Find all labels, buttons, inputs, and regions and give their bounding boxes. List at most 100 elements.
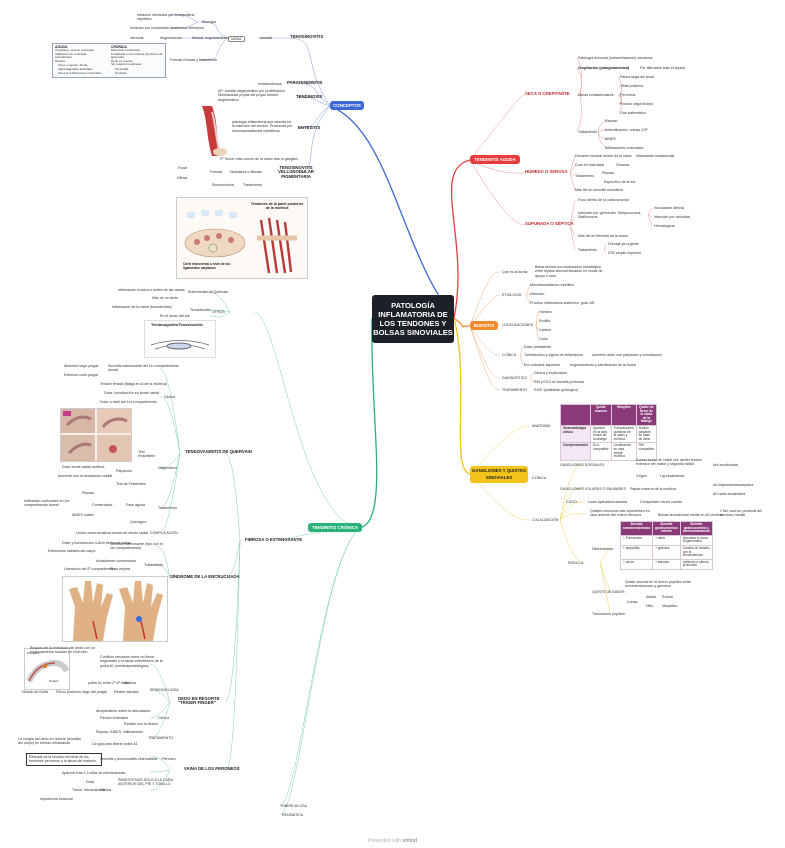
cronica-quervain: Enfermedad de Quervain	[188, 290, 229, 294]
encrucijada-illustration	[62, 576, 168, 642]
paratendinitis-node[interactable]: PARATENDINITIS	[287, 80, 323, 85]
bursitis-localizaciones[interactable]: LOCALIZACIONES	[502, 323, 534, 327]
branch-bursitis[interactable]: BURSITIS	[470, 321, 498, 330]
villonodular-node[interactable]: TENOSINOVITIS VELLONODULAR PIGMENTARIA	[278, 165, 314, 179]
dequervain-node[interactable]: TENDOVAGINITIS DE QUERVAIN	[185, 449, 252, 454]
seca-node[interactable]: SECA O CREPITANTE	[525, 91, 570, 96]
ganglion-codo[interactable]: CODO	[566, 500, 577, 504]
seca-tratamiento: Tratamiento	[578, 130, 598, 134]
peroneos-node[interactable]: VAINA DE LOS PERONEOS	[184, 766, 240, 771]
ganglion-dorsales[interactable]: GANGLIONES DORSALES	[560, 463, 605, 467]
vaina-node[interactable]: VAINA	[228, 36, 245, 43]
resorte-epidem-a: Adultos	[124, 681, 136, 685]
bursitis-etio-2: Infección	[530, 292, 545, 296]
ganglion-origen-b: Lig escafolunar	[660, 474, 685, 478]
supurada-1: Foco dentro de la vaina sinovial	[578, 198, 629, 202]
cronica-otros[interactable]: OTROS	[212, 310, 225, 314]
ganglion-volares-1: Palpar tracería de la muñeca	[630, 487, 677, 491]
ganglion-localizacion[interactable]: LOCALIZACIÓN	[532, 518, 559, 522]
bursitis-cli-3b: engrosamiento y calcificación de la burs…	[570, 363, 636, 367]
baker-nino: Niño	[646, 604, 654, 608]
dq-clinica-c: Dolor a nivel del 1er compartimento	[100, 400, 157, 404]
rodilla-td: + tarde	[652, 534, 681, 546]
etiologia-compresion: Irritación por compresión anatómica intr…	[130, 26, 204, 30]
resorte-epidem-d: Flexor profundo largo del pulgar	[56, 690, 107, 694]
enc-trat-b: Si no mejora	[110, 567, 131, 571]
branch-tendinitis-cronica[interactable]: TENDINITIS CRÓNICA	[308, 523, 362, 532]
ganglion-td: Complementario	[559, 442, 592, 461]
resorte-trat-c: La cirugía del dedo en resorte (tenolisi…	[18, 737, 81, 746]
peroneos-cli-a: Dolor	[86, 780, 95, 784]
resorte-epidem: EPIDEMIOLOGÍA	[150, 688, 179, 692]
seca-trat-1: Reposo	[605, 119, 618, 123]
dq-clinica: Clínica	[164, 395, 175, 399]
humeda-1: Derrame sinovial dentro de la vaina	[575, 154, 632, 158]
dq-clinica-b: Dolor, tumefacción en borde radial	[104, 391, 159, 395]
villonodular-nodular: Nodulares o difusas	[230, 170, 262, 174]
ganglion-dorsales-1b: Ant escafolunar	[713, 463, 738, 467]
branch-tendinitis-aguda[interactable]: TENDINITIS AGUDA	[470, 155, 520, 164]
bursitis-loc-4: Codo	[539, 337, 548, 341]
seca-item-3: Zonas extraarticulares	[578, 93, 614, 97]
humeda-node[interactable]: HÚMEDA O SEROSA	[525, 169, 568, 174]
baker-node[interactable]: QUISTE DE BAKER	[592, 590, 625, 594]
rodilla-td: Asociada a rotura. Degenerativa	[679, 534, 714, 546]
branch-conceptos[interactable]: CONCEPTOS	[330, 101, 364, 110]
quervain-photos	[60, 408, 132, 462]
ganglion-volares[interactable]: GANGLIONES VOLARES O PALMARES	[560, 487, 626, 491]
cronica-q1: Inflamación crónica o estrés de las vain…	[118, 288, 185, 292]
resorte-epidem-e: Nódulo de Notta	[22, 690, 48, 694]
humeda-2: Cura en microbios	[575, 163, 605, 167]
baker-tumoracion: Tumoración poplítea	[592, 612, 625, 616]
enc-trat-c: Liberación del 2º compartimento	[64, 567, 116, 571]
fibrosa-node[interactable]: FIBROSA O ESTENOSANTE	[245, 537, 303, 542]
ganglion-th	[559, 404, 592, 426]
supurada-node[interactable]: SUPURADA O SÉPTICA	[525, 221, 574, 226]
zona-1: Palma larga del tenar	[620, 75, 655, 79]
seca-trat-3: AINES	[605, 137, 616, 141]
encrucijada-node[interactable]: SÍNDROME DE LA ENCRUCIJADA	[170, 574, 240, 579]
humeda-3a: Reposo	[602, 171, 615, 175]
engrosamiento-node: engrosamiento	[205, 36, 229, 40]
sinovial-node[interactable]: sinovial	[260, 36, 272, 40]
baker-adulto: Adulto	[646, 595, 657, 599]
bursitis-diagnostico[interactable]: DIAGNÓSTICO	[502, 376, 528, 380]
peroneos-1: Sinovitis y tenosinovitis estenosante	[100, 757, 158, 761]
resorte-node[interactable]: DEDO EN RESORTE "TRIGER FINGER"	[178, 696, 220, 706]
tendinosis-node[interactable]: TENDINOSIS	[296, 94, 323, 99]
ganglion-codo-a: Gane aplicados/vascular	[588, 500, 628, 504]
bursitis-tratamiento[interactable]: TRATAMIENTO	[502, 388, 528, 392]
degeneracion-node: degeneración	[160, 36, 182, 40]
etiologia-node[interactable]: Etiología	[202, 20, 216, 24]
reumatica-node[interactable]: REUMÁTICA	[282, 813, 304, 817]
tuberculosa-node[interactable]: TUBERCULOSA	[280, 804, 307, 808]
ganglion-loc-1c: 1 fist; cuerno; proximal del nervioso me…	[720, 509, 762, 518]
box-cronica-title: CRÓNICA	[111, 45, 127, 49]
bursitis-etiologia[interactable]: ETIOLOGÍA	[502, 293, 522, 297]
tendon-image-title: Tendones de la parte posterior de la muñ…	[250, 202, 304, 211]
ganglion-clinica[interactable]: CLÍNICA	[532, 476, 547, 480]
ganglion-rodilla[interactable]: RODILLA	[568, 561, 584, 565]
bursitis-loc-3: Cadera	[539, 328, 551, 332]
ganglion-th: Quiste mucoso	[590, 404, 612, 426]
dq-diag-b: Dolor borde radial muñeca	[62, 465, 105, 469]
ganglion-th: Ganglión	[610, 404, 637, 426]
bursitis-def-label[interactable]: Qué es la bursa	[502, 270, 528, 274]
central-topic[interactable]: PATOLOGÍA INFLAMATORIA DE LOS TENDONES Y…	[372, 295, 454, 343]
entesitis-node[interactable]: ENTESITIS	[298, 125, 321, 130]
bursitis-clinica[interactable]: CLÍNICA	[502, 353, 517, 357]
bursitis-cli-2b: Aumento dolor con palpación y movilizaci…	[592, 353, 662, 357]
humeda-3: Tratamiento	[575, 174, 595, 178]
ganglion-anatomia[interactable]: ANATOMÍA	[532, 424, 551, 428]
dq-def: Sinovitis estenosante del 1er compartime…	[108, 364, 179, 373]
branch-ganglion[interactable]: GANGLIONES Y QUISTES SINOVIALES	[470, 466, 528, 483]
tendon-illustration: Tendones de la parte posterior de la muñ…	[176, 197, 308, 279]
formas-node[interactable]: Formas clínicas y tratamiento	[170, 58, 217, 62]
enc-1b: Extensores radiales del carpo	[48, 549, 96, 553]
footer-brand[interactable]: xmind	[402, 838, 418, 844]
tenosinovitis-node[interactable]: TENOSINOVITIS	[290, 34, 324, 39]
seca-trat-4: Infiltraciones corticoides	[605, 146, 644, 150]
resorte-cli-c: Resalte con la flexión	[124, 722, 159, 726]
peroneos-cli-c: Impotencia funcional	[40, 797, 73, 801]
